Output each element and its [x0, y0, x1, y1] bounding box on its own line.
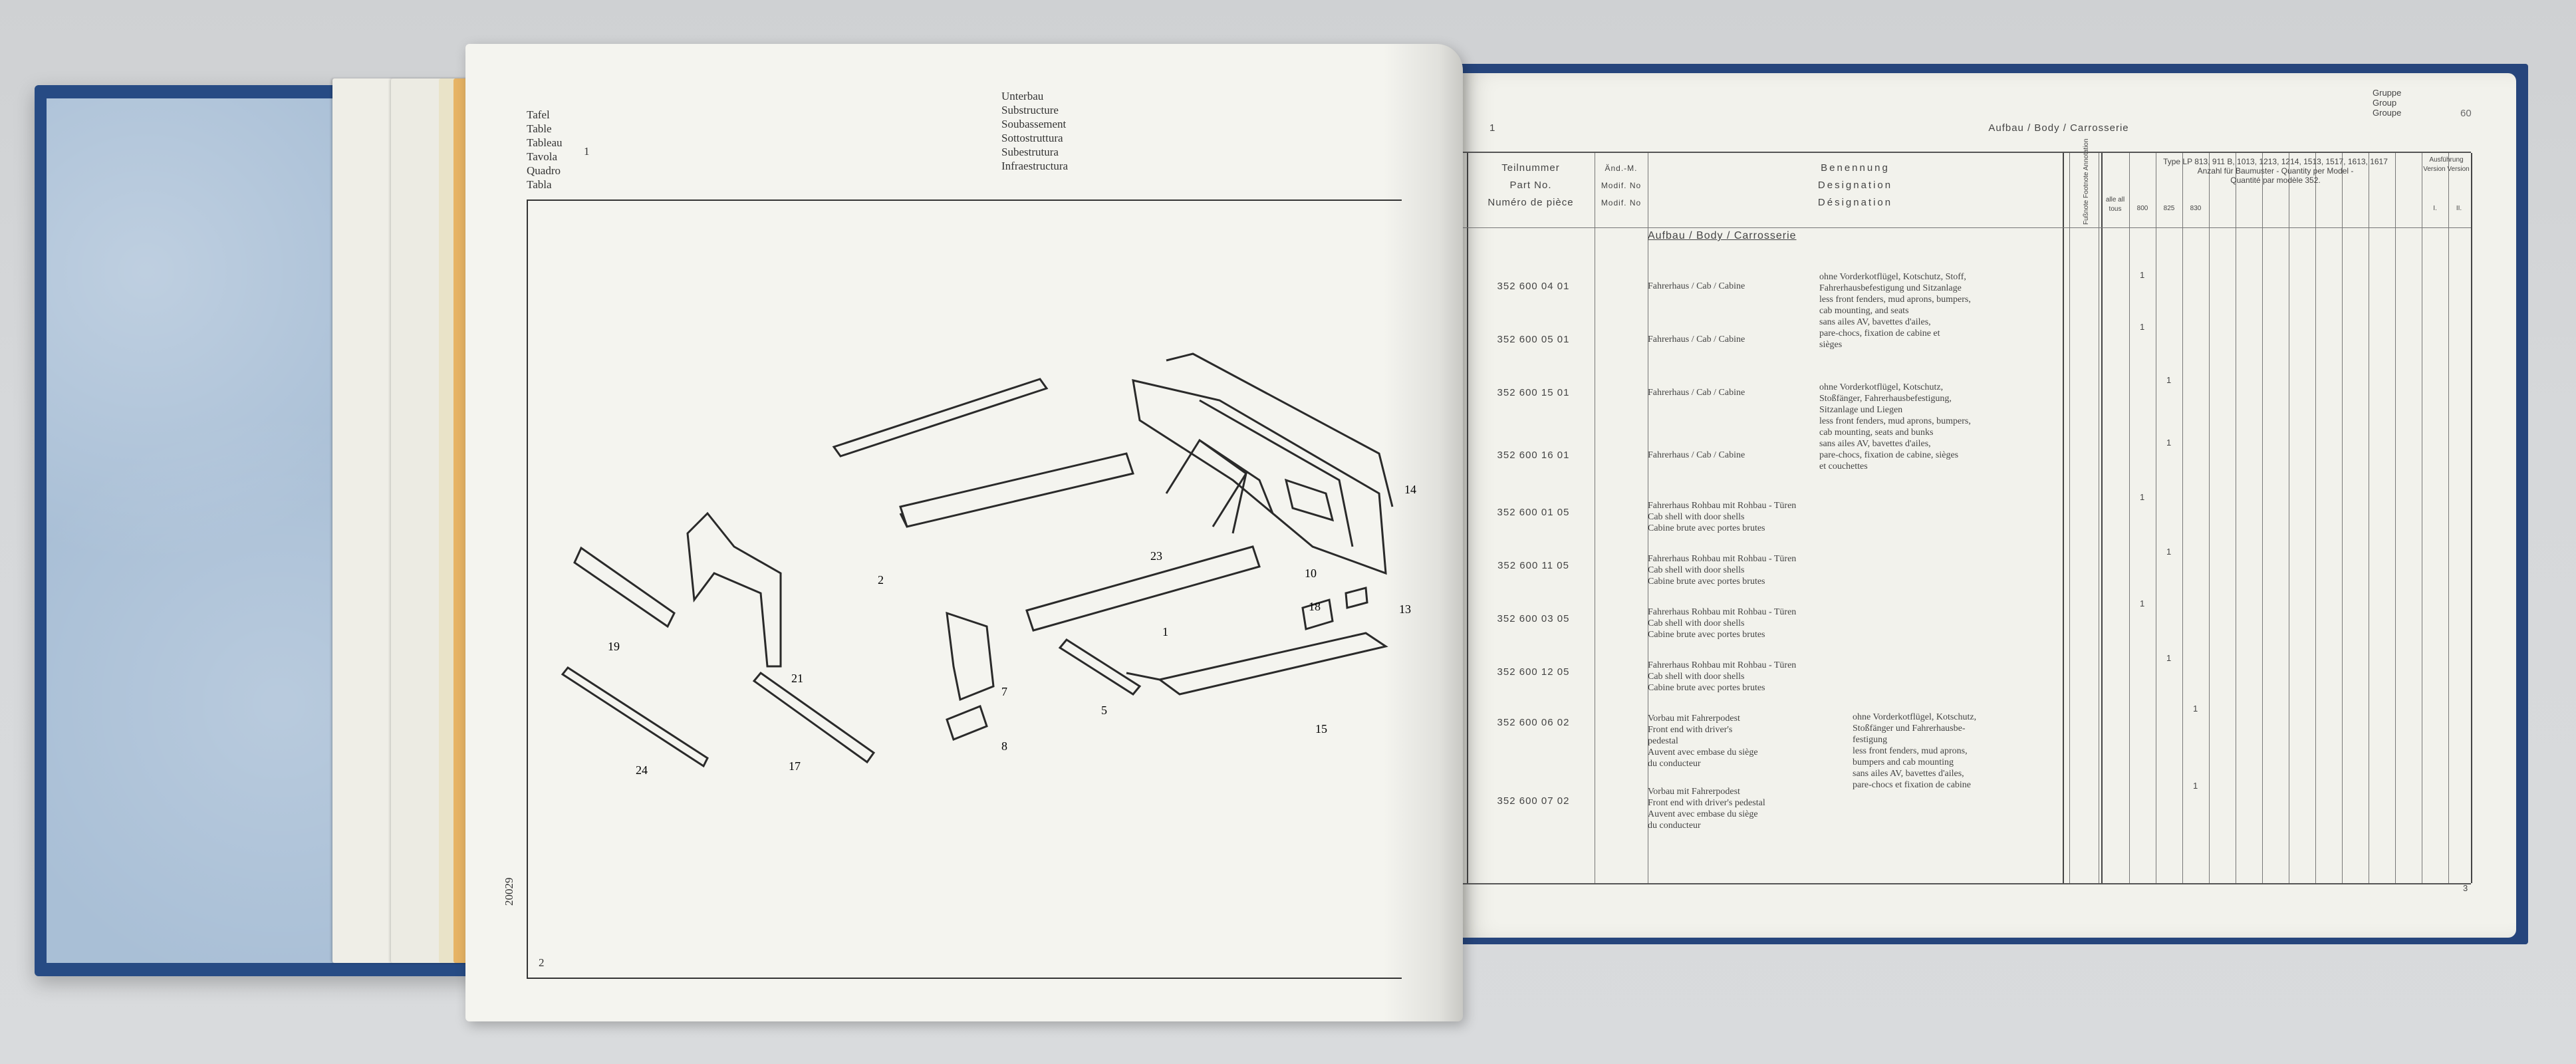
part-17 [752, 671, 876, 764]
left-page-number: 2 [539, 956, 545, 969]
qty-mark: 1 [2140, 322, 2145, 332]
part-7 [946, 611, 995, 702]
endpaper [47, 98, 379, 963]
part-name: Fahrerhaus / Cab / Cabine [1648, 281, 1745, 291]
part-19 [573, 546, 676, 628]
qty-mark: 1 [2140, 598, 2145, 608]
group-labels: Gruppe Group Groupe [2373, 88, 2402, 118]
group-number: 60 [2460, 108, 2472, 119]
header-modification: Änd.-M. Modif. No Modif. No [1601, 164, 1642, 207]
part-number: 352 600 07 02 [1497, 795, 1570, 807]
part-1 [1025, 545, 1261, 632]
part-number: 352 600 12 05 [1497, 666, 1570, 678]
callout-1: 1 [1162, 625, 1168, 638]
part-number: 352 600 11 05 [1497, 560, 1569, 571]
callout-14: 14 [1404, 483, 1416, 497]
right-page-number: 3 [2463, 883, 2468, 893]
part-name: Fahrerhaus / Cab / Cabine [1648, 334, 1745, 344]
qty-mark: 1 [2140, 270, 2145, 280]
part-23 [1165, 438, 1274, 534]
page-titles: Unterbau Substructure Soubassement Sotto… [1001, 90, 1069, 172]
parts-table: Teilnummer Part No. Numéro de pièce Änd.… [1460, 138, 2472, 884]
callout-5: 5 [1101, 704, 1107, 717]
table-labels: Tafel Table Tableau Tavola Quadro Tabla [527, 108, 563, 191]
part-number: 352 600 03 05 [1497, 613, 1570, 624]
part-13 [1345, 587, 1368, 609]
callout-13: 13 [1399, 602, 1411, 616]
header-all: alle all tous [2105, 196, 2125, 213]
right-page-title: Aufbau / Body / Carrosserie [1988, 122, 2129, 134]
callout-8: 8 [1001, 739, 1007, 753]
part-desc: Vorbau mit Fahrerpodest Front end with d… [1648, 787, 1765, 831]
note-front-end: ohne Vorderkotflügel, Kotschutz, Stoßfän… [1853, 712, 1977, 790]
exec-col-1: I. [2433, 205, 2437, 212]
note-less-fenders-bunks: ohne Vorderkotflügel, Kotschutz, Stoßfän… [1819, 382, 1971, 471]
header-designation: Benennung Designation Désignation [1817, 162, 1893, 208]
qty-mark: 1 [2166, 438, 2172, 448]
right-page: 1 Aufbau / Body / Carrosserie Gruppe Gro… [1450, 73, 2516, 938]
part-24 [561, 666, 709, 768]
qty-mark: 1 [2166, 547, 2172, 557]
header-quantity-title: Type LP 813, 911 B, 1013, 1213, 1214, 15… [2163, 157, 2388, 185]
drawing-frame [527, 200, 1402, 979]
callout-10: 10 [1305, 567, 1317, 580]
part-number: 352 600 05 01 [1497, 334, 1570, 345]
header-part-number: Teilnummer Part No. Numéro de pièce [1487, 162, 1574, 208]
part-rail-top [832, 378, 1049, 458]
callout-18: 18 [1309, 600, 1321, 613]
table-number: 1 [584, 145, 590, 158]
qty-mark: 1 [2193, 704, 2198, 714]
qty-col-825: 825 [2163, 205, 2175, 212]
part-2 [899, 452, 1134, 528]
part-21 [686, 511, 782, 668]
callout-17: 17 [789, 759, 801, 773]
section-title: Aufbau / Body / Carrosserie [1648, 230, 1797, 241]
part-5 [1058, 638, 1142, 696]
part-desc: Fahrerhaus Rohbau mit Rohbau - Türen Cab… [1648, 660, 1797, 693]
part-number: 352 600 15 01 [1497, 387, 1570, 398]
callout-23: 23 [1150, 549, 1162, 563]
qty-col-830: 830 [2190, 205, 2202, 212]
header-execution: Ausführung Version Version [2423, 156, 2470, 173]
left-page: Tafel Table Tableau Tavola Quadro Tabla … [465, 44, 1463, 1021]
page-curl-shadow [1383, 44, 1463, 1021]
part-number: 352 600 01 05 [1497, 507, 1570, 518]
callout-15: 15 [1315, 722, 1327, 735]
drawing-code: 20029 [503, 877, 515, 906]
header-footnote: Fußnote Footnote Annotation [2083, 138, 2090, 225]
part-desc: Fahrerhaus Rohbau mit Rohbau - Türen Cab… [1648, 501, 1797, 533]
qty-mark: 1 [2166, 375, 2172, 385]
qty-mark: 1 [2193, 781, 2198, 791]
callout-24: 24 [636, 763, 648, 777]
callout-21: 21 [791, 672, 803, 685]
qty-col-800: 800 [2136, 205, 2148, 212]
part-number: 352 600 04 01 [1497, 281, 1570, 292]
callout-2: 2 [878, 573, 884, 587]
right-table-number: 1 [1489, 122, 1495, 134]
part-18 [1301, 598, 1334, 630]
qty-mark: 1 [2140, 492, 2145, 502]
part-desc: Fahrerhaus Rohbau mit Rohbau - Türen Cab… [1648, 607, 1797, 640]
exploded-parts-drawing [528, 201, 1400, 975]
callout-7: 7 [1001, 685, 1007, 698]
qty-mark: 1 [2166, 653, 2172, 663]
part-desc: Fahrerhaus Rohbau mit Rohbau - Türen Cab… [1648, 554, 1797, 587]
part-name: Fahrerhaus / Cab / Cabine [1648, 450, 1745, 460]
part-desc: Vorbau mit Fahrerpodest Front end with d… [1648, 714, 1758, 769]
part-8 [946, 705, 988, 741]
part-10-14 [1132, 379, 1387, 575]
part-15 [1157, 632, 1388, 696]
callout-19: 19 [608, 640, 620, 653]
exec-col-2: II. [2456, 205, 2462, 212]
note-less-fenders: ohne Vorderkotflügel, Kotschutz, Stoff, … [1819, 272, 1971, 350]
part-number: 352 600 16 01 [1497, 450, 1570, 461]
part-name: Fahrerhaus / Cab / Cabine [1648, 388, 1745, 398]
part-number: 352 600 06 02 [1497, 717, 1570, 728]
